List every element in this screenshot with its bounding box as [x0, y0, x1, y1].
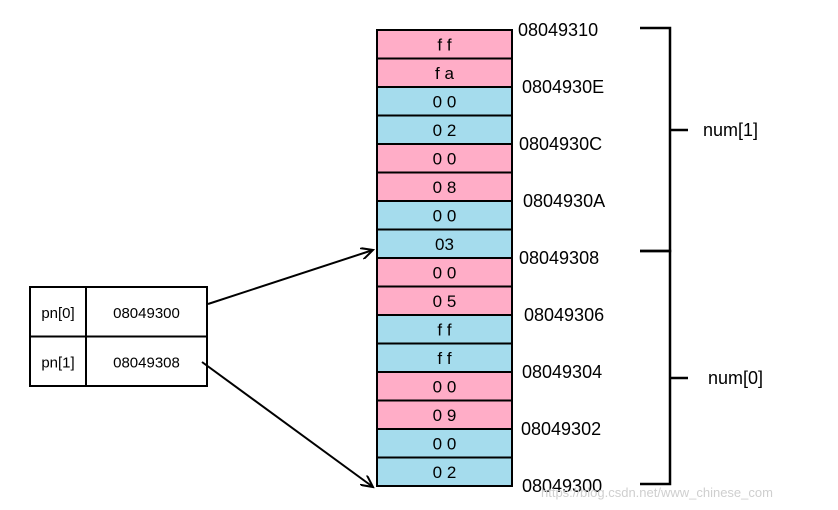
memory-cell-value: f f [437, 320, 451, 339]
memory-cell-value: 0 2 [433, 463, 457, 482]
memory-cell-value: f a [435, 64, 454, 83]
pointer-arrow [207, 250, 373, 305]
memory-cell-value: 0 9 [433, 406, 457, 425]
memory-cell-value: 0 0 [433, 263, 457, 282]
memory-cells: f f f a 0 0 0 2 0 0 0 8 0 0 03 0 0 0 5 f f f f 0 0 0 … [376, 29, 513, 487]
memory-cell-value: 0 2 [433, 121, 457, 140]
memory-cell [376, 314, 513, 345]
pointer-name: pn[0] [41, 305, 74, 322]
pointer-value: 08049308 [113, 354, 180, 371]
memory-cell-value: f f [437, 35, 451, 54]
memory-cell [376, 171, 513, 202]
memory-cell [376, 456, 513, 487]
brace-shape [640, 26, 688, 253]
watermark-text: https://blog.csdn.net/www_chinese_com [541, 485, 773, 500]
address-label: 0804930C [519, 134, 602, 154]
memory-cell [376, 285, 513, 316]
address-label: 0804930A [523, 191, 605, 211]
pointer-table: pn[0] 08049300 pn[1] 08049308 [29, 286, 208, 387]
memory-cell [376, 114, 513, 145]
address-label: 08049300 [522, 476, 602, 496]
memory-cell [376, 399, 513, 430]
pointer-name: pn[1] [41, 354, 74, 371]
address-label: 08049310 [518, 20, 598, 40]
braces: num[1] num[0] [640, 26, 763, 486]
address-label: 08049304 [522, 362, 602, 382]
pointer-arrow [201, 361, 373, 487]
memory-cell-value: 0 0 [433, 434, 457, 453]
address-label: 08049302 [521, 419, 601, 439]
address-labels: 08049310 0804930E 0804930C 0804930A 08049308… [518, 20, 605, 496]
memory-cell-value: 03 [435, 235, 454, 254]
brace-shape [640, 249, 688, 486]
brace-label: num[1] [703, 120, 758, 140]
brace-label: num[0] [708, 368, 763, 388]
pointer-arrows [201, 250, 373, 487]
pointer-value: 08049300 [113, 305, 180, 322]
memory-cell-value: 0 0 [433, 377, 457, 396]
memory-cell-value: 0 0 [433, 92, 457, 111]
memory-cell [376, 228, 513, 259]
address-label: 08049308 [519, 248, 599, 268]
memory-cell-value: 0 5 [433, 292, 457, 311]
memory-cell [376, 342, 513, 373]
memory-cell-value: 0 0 [433, 149, 457, 168]
address-label: 0804930E [522, 77, 604, 97]
address-label: 08049306 [524, 305, 604, 325]
memory-cell-value: f f [437, 349, 451, 368]
memory-cell-value: 0 8 [433, 178, 457, 197]
memory-cell-value: 0 0 [433, 206, 457, 225]
